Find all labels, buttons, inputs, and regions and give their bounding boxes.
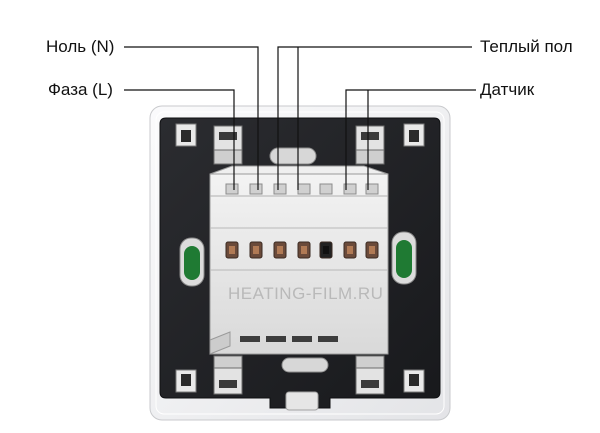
terminal-7: [365, 183, 379, 259]
terminal-1: [225, 183, 239, 259]
corner-clip-top-left: [175, 123, 243, 165]
label-neutral: Ноль (N): [46, 37, 115, 56]
side-clip-right: [391, 231, 417, 285]
terminal-3: [273, 183, 287, 259]
leader-line-sensor-a: [345, 89, 476, 190]
label-sensor: Датчик: [480, 80, 535, 99]
top-mount-slot: [269, 147, 317, 165]
terminal-block: [209, 165, 389, 355]
corner-clip-bottom-left: [175, 355, 243, 395]
leader-line-neutral: [124, 46, 259, 190]
leader-line-phase: [124, 89, 235, 190]
bottom-mount-slot: [281, 357, 329, 373]
leader-line-floor-a: [277, 46, 472, 190]
label-phase: Фаза (L): [48, 80, 113, 99]
terminal-5: [319, 183, 333, 259]
watermark: HEATING-FILM.RU: [228, 284, 384, 303]
side-clip-left: [179, 237, 205, 287]
corner-clip-bottom-right: [355, 355, 425, 395]
label-floor-heating: Теплый пол: [480, 37, 573, 56]
corner-clip-top-right: [355, 123, 425, 165]
terminal-4: [297, 183, 311, 259]
terminal-6: [343, 183, 357, 259]
leader-lines: [124, 46, 476, 190]
terminal-2: [249, 183, 263, 259]
terminal-row: [225, 183, 379, 259]
